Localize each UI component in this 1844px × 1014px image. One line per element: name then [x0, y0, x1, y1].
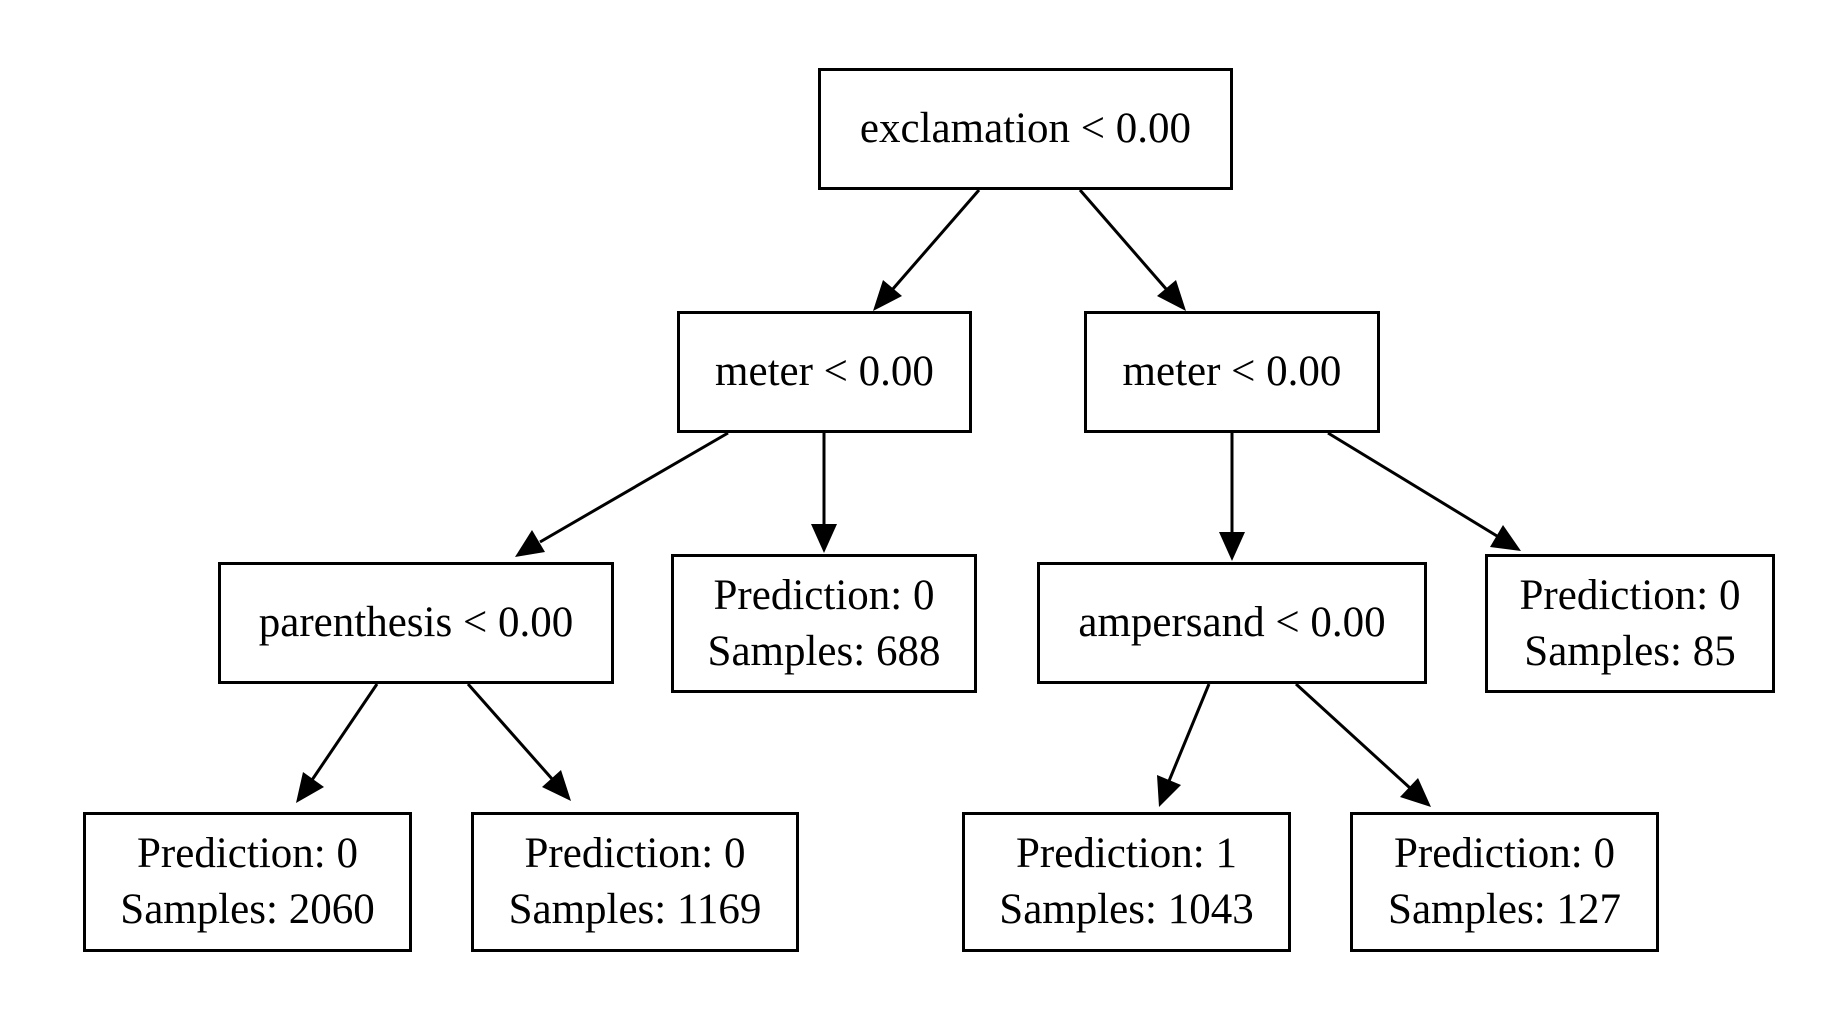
root-node-label: exclamation < 0.00 — [859, 105, 1192, 152]
leaf-samples: Samples: 1043 — [999, 886, 1254, 933]
left-left-split-node-label: parenthesis < 0.00 — [258, 599, 574, 646]
leaf-samples: Samples: 1169 — [508, 886, 762, 933]
left-left-split-node: parenthesis < 0.00 — [218, 562, 614, 684]
root-node: exclamation < 0.00 — [818, 68, 1233, 190]
leaf-node-3: Prediction: 1 Samples: 1043 — [962, 812, 1291, 952]
leaf-prediction: Prediction: 0 — [713, 571, 935, 619]
edge-right-left-to-leaf-4 — [1294, 682, 1431, 807]
edge-left-to-left-right — [811, 433, 837, 553]
edge-right-left-to-leaf-3 — [1157, 683, 1211, 807]
edge-right-to-right-right — [1327, 431, 1521, 551]
edge-right-to-right-left — [1219, 433, 1245, 561]
right-right-leaf-node: Prediction: 0 Samples: 85 — [1485, 554, 1775, 693]
leaf-samples: Samples: 127 — [1388, 886, 1621, 933]
edge-left-to-left-left — [515, 431, 729, 557]
leaf-prediction: Prediction: 1 — [1016, 830, 1237, 877]
leaf-node-4: Prediction: 0 Samples: 127 — [1350, 812, 1659, 952]
right-split-node: meter < 0.00 — [1084, 311, 1380, 433]
leaf-samples: Samples: 85 — [1524, 627, 1736, 675]
left-right-leaf-node: Prediction: 0 Samples: 688 — [671, 554, 977, 693]
left-split-node: meter < 0.00 — [677, 311, 972, 433]
leaf-samples: Samples: 688 — [707, 627, 941, 675]
leaf-node-1: Prediction: 0 Samples: 2060 — [83, 812, 412, 952]
right-split-node-label: meter < 0.00 — [1122, 348, 1342, 395]
leaf-prediction: Prediction: 0 — [137, 830, 358, 877]
left-split-node-label: meter < 0.00 — [715, 348, 934, 395]
leaf-prediction: Prediction: 0 — [524, 830, 746, 877]
leaf-node-2: Prediction: 0 Samples: 1169 — [471, 812, 799, 952]
right-left-split-node: ampersand < 0.00 — [1037, 562, 1427, 684]
edge-left-left-to-leaf-1 — [296, 683, 379, 803]
leaf-prediction: Prediction: 0 — [1519, 571, 1741, 619]
edge-root-to-left — [873, 189, 981, 311]
leaf-samples: Samples: 2060 — [120, 886, 375, 933]
edge-left-left-to-leaf-2 — [466, 683, 571, 801]
edge-root-to-right — [1078, 189, 1186, 311]
right-left-split-node-label: ampersand < 0.00 — [1078, 599, 1386, 646]
leaf-prediction: Prediction: 0 — [1394, 830, 1615, 877]
